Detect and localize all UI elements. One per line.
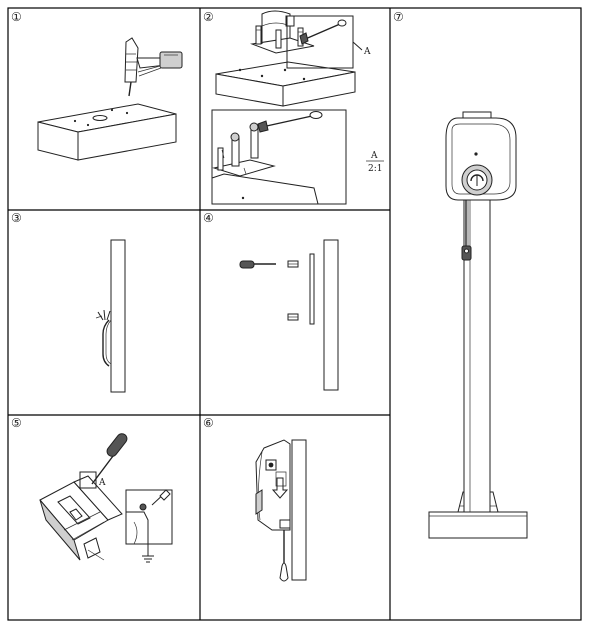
concrete-base-step2 bbox=[215, 61, 356, 107]
step-number-4: ④ bbox=[203, 211, 214, 225]
step-number-6: ⑥ bbox=[203, 416, 214, 430]
detail-callout-a-step5: A bbox=[79, 471, 106, 489]
wrench-icon bbox=[299, 19, 347, 45]
step6-mounting-charger-illustration bbox=[255, 439, 307, 582]
step1-drilling-illustration bbox=[37, 37, 183, 161]
post-section bbox=[110, 239, 126, 393]
screwdriver-icon bbox=[239, 260, 276, 269]
step-number-3: ③ bbox=[11, 211, 22, 225]
step4-fixing-bolts-illustration bbox=[239, 239, 339, 391]
charger-housing-open bbox=[39, 475, 123, 561]
step3-cable-routing-illustration bbox=[95, 239, 126, 393]
ground-symbol-icon bbox=[142, 555, 154, 563]
status-led-icon bbox=[474, 152, 478, 156]
bolt-icon bbox=[287, 260, 299, 321]
detail-scale-label: A 2:1 bbox=[366, 151, 384, 174]
charger-unit bbox=[445, 111, 517, 201]
cable-path bbox=[102, 319, 110, 367]
mounting-plate-and-bolts bbox=[250, 10, 315, 54]
pedestal-base bbox=[428, 511, 528, 539]
charging-cable-and-plug bbox=[461, 200, 472, 261]
lock-icon bbox=[268, 462, 274, 468]
outer-frame bbox=[7, 7, 582, 621]
detail-view-a bbox=[211, 109, 347, 205]
detail-label-a-step5: A bbox=[98, 478, 106, 488]
step-number-5: ⑤ bbox=[11, 416, 22, 430]
mounting-rail bbox=[309, 253, 315, 325]
step2-anchor-bolts-illustration: A A 2:1 bbox=[211, 10, 384, 205]
detail-label-a: A bbox=[363, 47, 371, 57]
concrete-base bbox=[37, 103, 177, 161]
cable-wires-icon bbox=[95, 309, 111, 321]
screwdriver-icon-step5 bbox=[91, 433, 128, 485]
post-section-step6 bbox=[291, 439, 307, 581]
step-number-1: ① bbox=[11, 10, 22, 24]
detail-scale-ratio: 2:1 bbox=[368, 164, 382, 174]
step7-assembled-charger-illustration bbox=[428, 111, 528, 539]
cable-hanging bbox=[279, 530, 289, 582]
pedestal-post bbox=[463, 195, 491, 513]
charger-side-view bbox=[255, 439, 291, 531]
detail-scale-label-a: A bbox=[370, 151, 378, 161]
step5-wiring-illustration: A bbox=[39, 433, 173, 563]
detail-view-wiring bbox=[125, 489, 173, 563]
arrow-down-icon bbox=[271, 477, 289, 499]
detail-callout-a: A bbox=[286, 15, 371, 69]
charging-plug-icon-step6 bbox=[279, 562, 289, 582]
step-number-7: ⑦ bbox=[393, 10, 404, 24]
power-drill-icon bbox=[124, 37, 183, 97]
step-number-2: ② bbox=[203, 10, 214, 24]
post-section-step4 bbox=[323, 239, 339, 391]
